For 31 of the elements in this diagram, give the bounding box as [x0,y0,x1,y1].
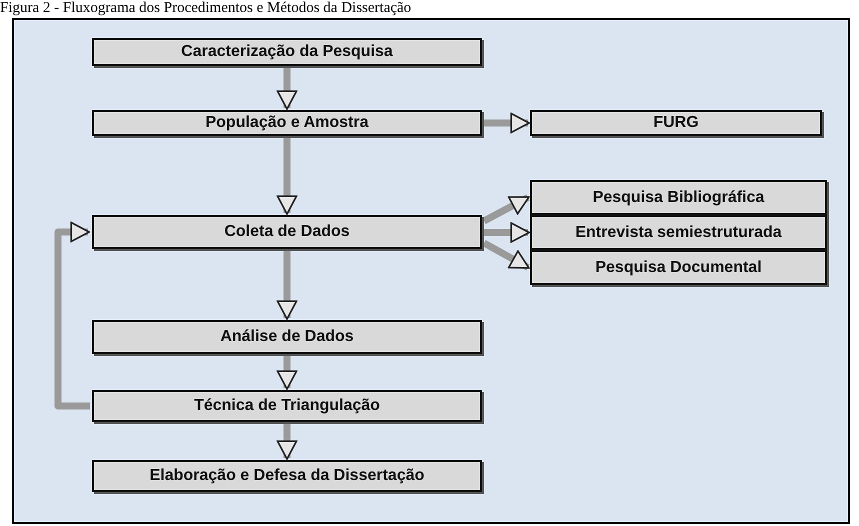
block-arrow [484,112,530,134]
box-label: FURG [653,114,699,132]
process-box [92,320,482,354]
block-arrow [484,222,530,243]
box-label: Pesquisa Bibliográfica [592,188,764,206]
box-label: Pesquisa Documental [595,258,762,276]
block-arrow [54,222,90,410]
process-box [530,180,827,215]
process-box [92,460,482,492]
process-box [530,215,827,250]
figure-title: Figura 2 - Fluxograma dos Procedimentos e Métodos da Dissertação [0,0,412,17]
block-arrow [276,251,298,320]
block-arrow [276,68,298,110]
box-label: Coleta de Dados [224,223,350,241]
box-label: Entrevista semiestruturada [575,224,782,242]
box-label: População e Amostra [205,114,368,132]
block-arrow [276,356,298,390]
box-label: Análise de Dados [220,328,354,346]
process-box [92,215,482,249]
process-box [92,38,482,66]
block-arrow [276,424,298,460]
block-arrow [482,194,530,224]
process-box [92,110,482,136]
process-box [530,250,827,285]
block-arrow [276,138,298,215]
box-label: Elaboração e Defesa da Dissertação [150,467,424,485]
box-label: Técnica de Triangulação [194,397,380,415]
process-box [92,390,482,422]
box-label: Caracterização da Pesquisa [181,43,393,61]
block-arrow [482,240,530,271]
process-box [530,110,822,136]
